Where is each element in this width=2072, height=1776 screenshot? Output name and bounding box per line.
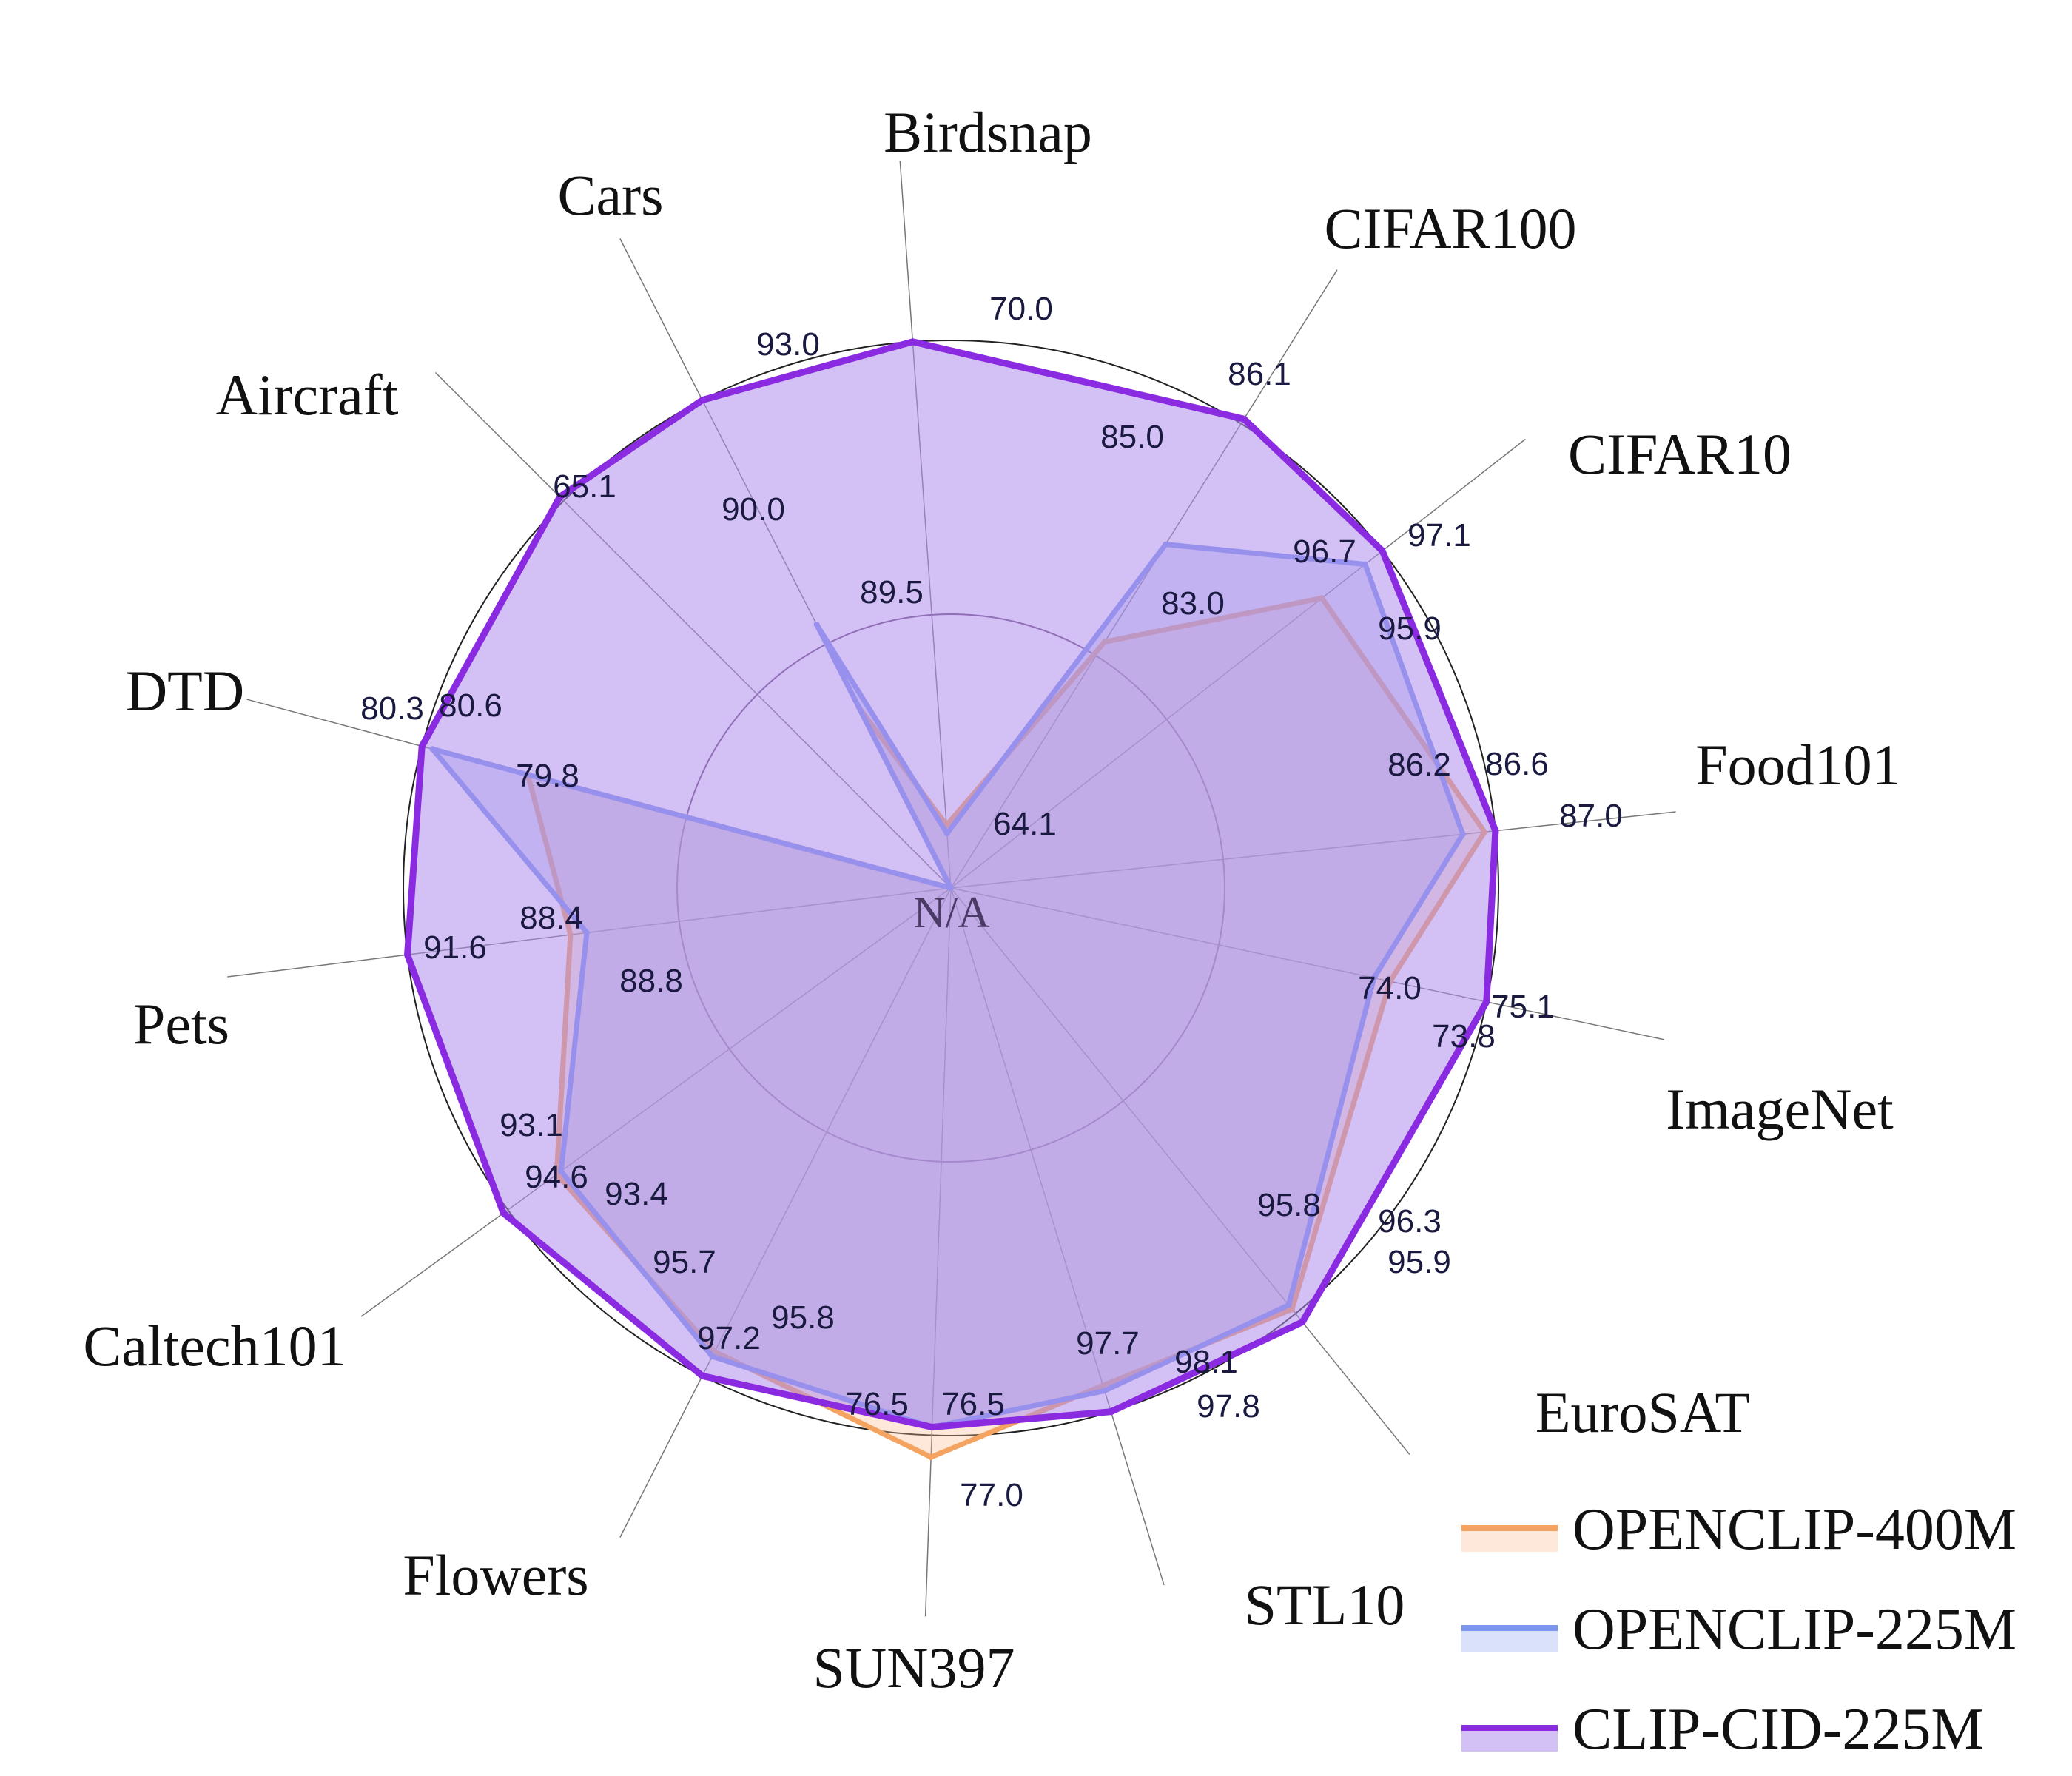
value-label-cars-2: 89.5 bbox=[860, 574, 924, 610]
value-label-caltech101-1: 93.1 bbox=[500, 1107, 563, 1143]
point-clip-cid-225m-cars bbox=[699, 397, 705, 403]
value-label-cars-1: 90.0 bbox=[722, 491, 785, 528]
axis-label-food101: Food101 bbox=[1695, 733, 1900, 797]
axis-label-aircraft: Aircraft bbox=[216, 363, 399, 427]
value-label-sun397-2: 77.0 bbox=[960, 1477, 1023, 1513]
value-label-pets-0: 91.6 bbox=[423, 929, 487, 966]
value-label-food101-2: 87.0 bbox=[1559, 798, 1623, 834]
axis-label-pets: Pets bbox=[133, 992, 229, 1056]
value-labels: 70.0 64.1 86.1 85.0 83.0 97.1 96.7 95.9 86.6 86.2… bbox=[360, 291, 1623, 1513]
point-openclip-400m-sun397 bbox=[928, 1454, 935, 1461]
axis-labels: BirdsnapCIFAR100CIFAR10Food101ImageNetEu… bbox=[83, 100, 1900, 1700]
point-clip-cid-225m-stl10 bbox=[1108, 1408, 1114, 1415]
value-label-food101-1: 86.2 bbox=[1388, 747, 1451, 783]
point-clip-cid-225m-sun397 bbox=[929, 1424, 935, 1430]
axis-label-eurosat: EuroSAT bbox=[1536, 1380, 1750, 1444]
value-label-eurosat-1: 95.8 bbox=[1257, 1187, 1321, 1223]
legend-label-0: OPENCLIP-400M bbox=[1572, 1497, 2016, 1562]
axis-label-birdsnap: Birdsnap bbox=[884, 100, 1092, 164]
axis-label-imagenet: ImageNet bbox=[1666, 1077, 1894, 1141]
legend-swatch-fill-0 bbox=[1462, 1528, 1558, 1552]
value-label-eurosat-0: 96.3 bbox=[1378, 1203, 1442, 1240]
radar-series bbox=[404, 338, 1499, 1461]
value-label-stl10-1: 97.7 bbox=[1076, 1325, 1140, 1362]
axis-label-dtd: DTD bbox=[126, 659, 244, 723]
center-label: N/A bbox=[913, 888, 989, 937]
value-label-stl10-0: 98.1 bbox=[1174, 1344, 1238, 1380]
value-label-dtd-0: 80.3 bbox=[360, 690, 424, 727]
value-label-sun397-1: 76.5 bbox=[845, 1386, 909, 1422]
value-label-birdsnap-1: 64.1 bbox=[993, 806, 1057, 842]
point-clip-cid-225m-cifar100 bbox=[1241, 416, 1248, 423]
value-label-cifar100-0: 86.1 bbox=[1228, 356, 1291, 392]
outer-grid-circle bbox=[403, 340, 1499, 1436]
legend-label-1: OPENCLIP-225M bbox=[1572, 1597, 2016, 1662]
axis-label-cifar100: CIFAR100 bbox=[1325, 196, 1577, 260]
value-label-caltech101-2: 93.4 bbox=[605, 1176, 668, 1212]
value-label-caltech101-0: 94.6 bbox=[525, 1159, 588, 1195]
value-label-food101-0: 86.6 bbox=[1485, 746, 1549, 782]
point-clip-cid-225m-aircraft bbox=[556, 494, 563, 500]
value-label-stl10-2: 97.8 bbox=[1197, 1388, 1260, 1424]
value-label-cifar100-2: 83.0 bbox=[1161, 585, 1225, 622]
value-label-cifar10-0: 97.1 bbox=[1407, 517, 1471, 554]
legend-label-2: CLIP-CID-225M bbox=[1572, 1697, 1984, 1762]
axis-label-cifar10: CIFAR10 bbox=[1568, 422, 1792, 486]
point-clip-cid-225m-flowers bbox=[699, 1373, 705, 1379]
value-label-flowers-2: 95.8 bbox=[771, 1299, 835, 1336]
legend-swatch-fill-2 bbox=[1462, 1728, 1558, 1752]
value-label-eurosat-2: 95.9 bbox=[1388, 1244, 1451, 1280]
value-label-cifar10-1: 96.7 bbox=[1293, 534, 1356, 570]
axis-label-cars: Cars bbox=[558, 163, 664, 227]
point-clip-cid-225m-food101 bbox=[1492, 827, 1498, 834]
value-label-dtd-1: 80.6 bbox=[439, 687, 502, 724]
value-label-birdsnap-0: 70.0 bbox=[989, 291, 1053, 327]
value-label-imagenet-0: 75.1 bbox=[1491, 989, 1555, 1025]
axis-label-caltech101: Caltech101 bbox=[83, 1314, 346, 1378]
value-label-cifar10-2: 95.9 bbox=[1378, 610, 1442, 647]
point-clip-cid-225m-cifar10 bbox=[1379, 548, 1386, 554]
legend-swatch-fill-1 bbox=[1462, 1628, 1558, 1652]
value-label-pets-2: 88.8 bbox=[619, 963, 683, 999]
value-label-pets-1: 88.4 bbox=[519, 900, 583, 936]
legend: OPENCLIP-400M OPENCLIP-225M CLIP-CID-225M bbox=[1462, 1497, 2016, 1762]
point-clip-cid-225m-caltech101 bbox=[500, 1210, 507, 1217]
point-clip-cid-225m-dtd bbox=[419, 743, 426, 750]
point-clip-cid-225m-eurosat bbox=[1299, 1319, 1305, 1325]
value-label-imagenet-2: 73.8 bbox=[1432, 1018, 1496, 1054]
value-label-cifar100-1: 85.0 bbox=[1100, 419, 1164, 455]
point-clip-cid-225m-pets bbox=[404, 952, 411, 958]
value-label-imagenet-1: 74.0 bbox=[1358, 970, 1422, 1006]
value-label-cars-0: 93.0 bbox=[756, 326, 820, 363]
axis-label-sun397: SUN397 bbox=[813, 1635, 1015, 1700]
axis-label-stl10: STL10 bbox=[1245, 1572, 1405, 1637]
value-label-dtd-2: 79.8 bbox=[516, 758, 579, 794]
value-label-sun397-0: 76.5 bbox=[941, 1386, 1005, 1422]
value-label-flowers-0: 97.2 bbox=[697, 1320, 761, 1356]
value-label-flowers-1: 95.7 bbox=[653, 1244, 716, 1280]
value-label-aircraft-0: 65.1 bbox=[553, 468, 616, 505]
axis-label-flowers: Flowers bbox=[403, 1543, 588, 1607]
point-clip-cid-225m-birdsnap bbox=[909, 338, 916, 345]
point-clip-cid-225m-imagenet bbox=[1483, 998, 1490, 1005]
